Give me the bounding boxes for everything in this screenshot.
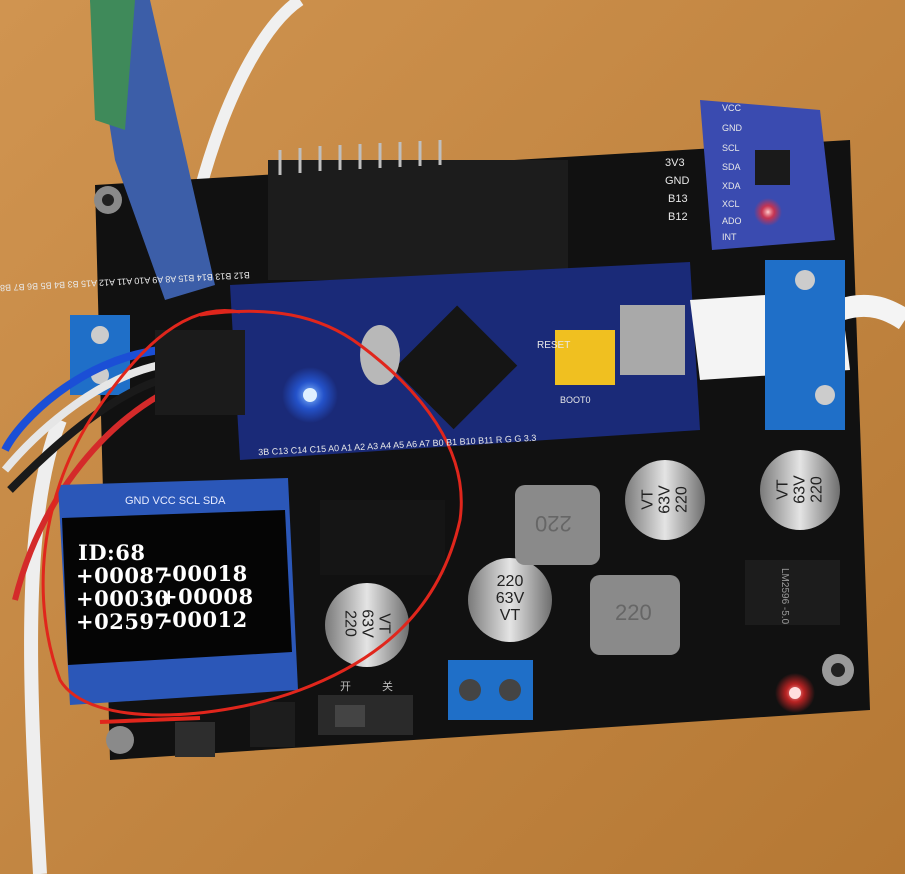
push-button (250, 702, 295, 747)
boot-label: BOOT0 (560, 395, 591, 405)
cap-3 (325, 583, 409, 667)
imu-pin-label-3: SDA (722, 162, 741, 172)
inductor-1 (515, 485, 600, 565)
regulator-label: LM2596 -5.0 (779, 568, 790, 625)
oled-row-3-left: +02597 (76, 609, 170, 634)
boot-jumper (555, 330, 615, 385)
mcu-chip (393, 305, 518, 430)
imu-pin-label-4: XDA (722, 181, 741, 191)
cap-4 (468, 558, 552, 642)
mount-hole-bl (106, 726, 134, 754)
cap-1 (625, 460, 705, 540)
oled-row-1-left: +00087 (76, 563, 170, 588)
oled-row-2-left: +00030 (76, 586, 170, 611)
right-pin-label-2: B13 (668, 193, 688, 205)
imu-pin-label-7: INT (722, 232, 737, 242)
regulator-u2 (320, 500, 445, 575)
dupont-connector (155, 330, 245, 415)
imu-pin-label-2: SCL (722, 143, 740, 153)
inductor-2 (590, 575, 680, 655)
imu-pin-label-6: ADO (722, 216, 742, 226)
usb-port (620, 305, 685, 375)
red-annotation-circle (41, 309, 463, 717)
imu-led-red (754, 198, 782, 226)
slide-switch (318, 695, 413, 735)
oled-row-1-right: -00018 (163, 561, 248, 586)
crystal (360, 325, 400, 385)
white-cable-top (194, 0, 304, 192)
imu-pin-label-1: GND (722, 123, 742, 133)
oled-id-line: ID:68 (78, 540, 146, 565)
switch-label-on: 开 (340, 681, 351, 693)
oled-header-pins-label: GND VCC SCL SDA (125, 495, 226, 507)
reset-label: RESET (537, 340, 571, 351)
right-pin-label-1: GND (665, 175, 690, 187)
imu-pin-label-0: VCC (722, 103, 742, 113)
right-pin-label-3: B12 (668, 211, 688, 223)
oled-row-3-right: -00012 (163, 607, 248, 632)
oled-screen (62, 510, 292, 665)
cap-2 (760, 450, 840, 530)
wire-blue (1, 346, 161, 452)
regulator-lm2596 (745, 560, 840, 625)
switch-label-off: 关 (382, 681, 393, 693)
top-headers (268, 160, 568, 280)
oled-row-2-right: +00008 (160, 584, 254, 609)
imu-pin-label-5: XCL (722, 199, 740, 209)
inductor-1-label: 220 (535, 511, 572, 536)
white-cable-left (24, 417, 67, 874)
right-pin-label-0: 3V3 (665, 157, 685, 169)
inductor-2-label: 220 (615, 600, 652, 625)
